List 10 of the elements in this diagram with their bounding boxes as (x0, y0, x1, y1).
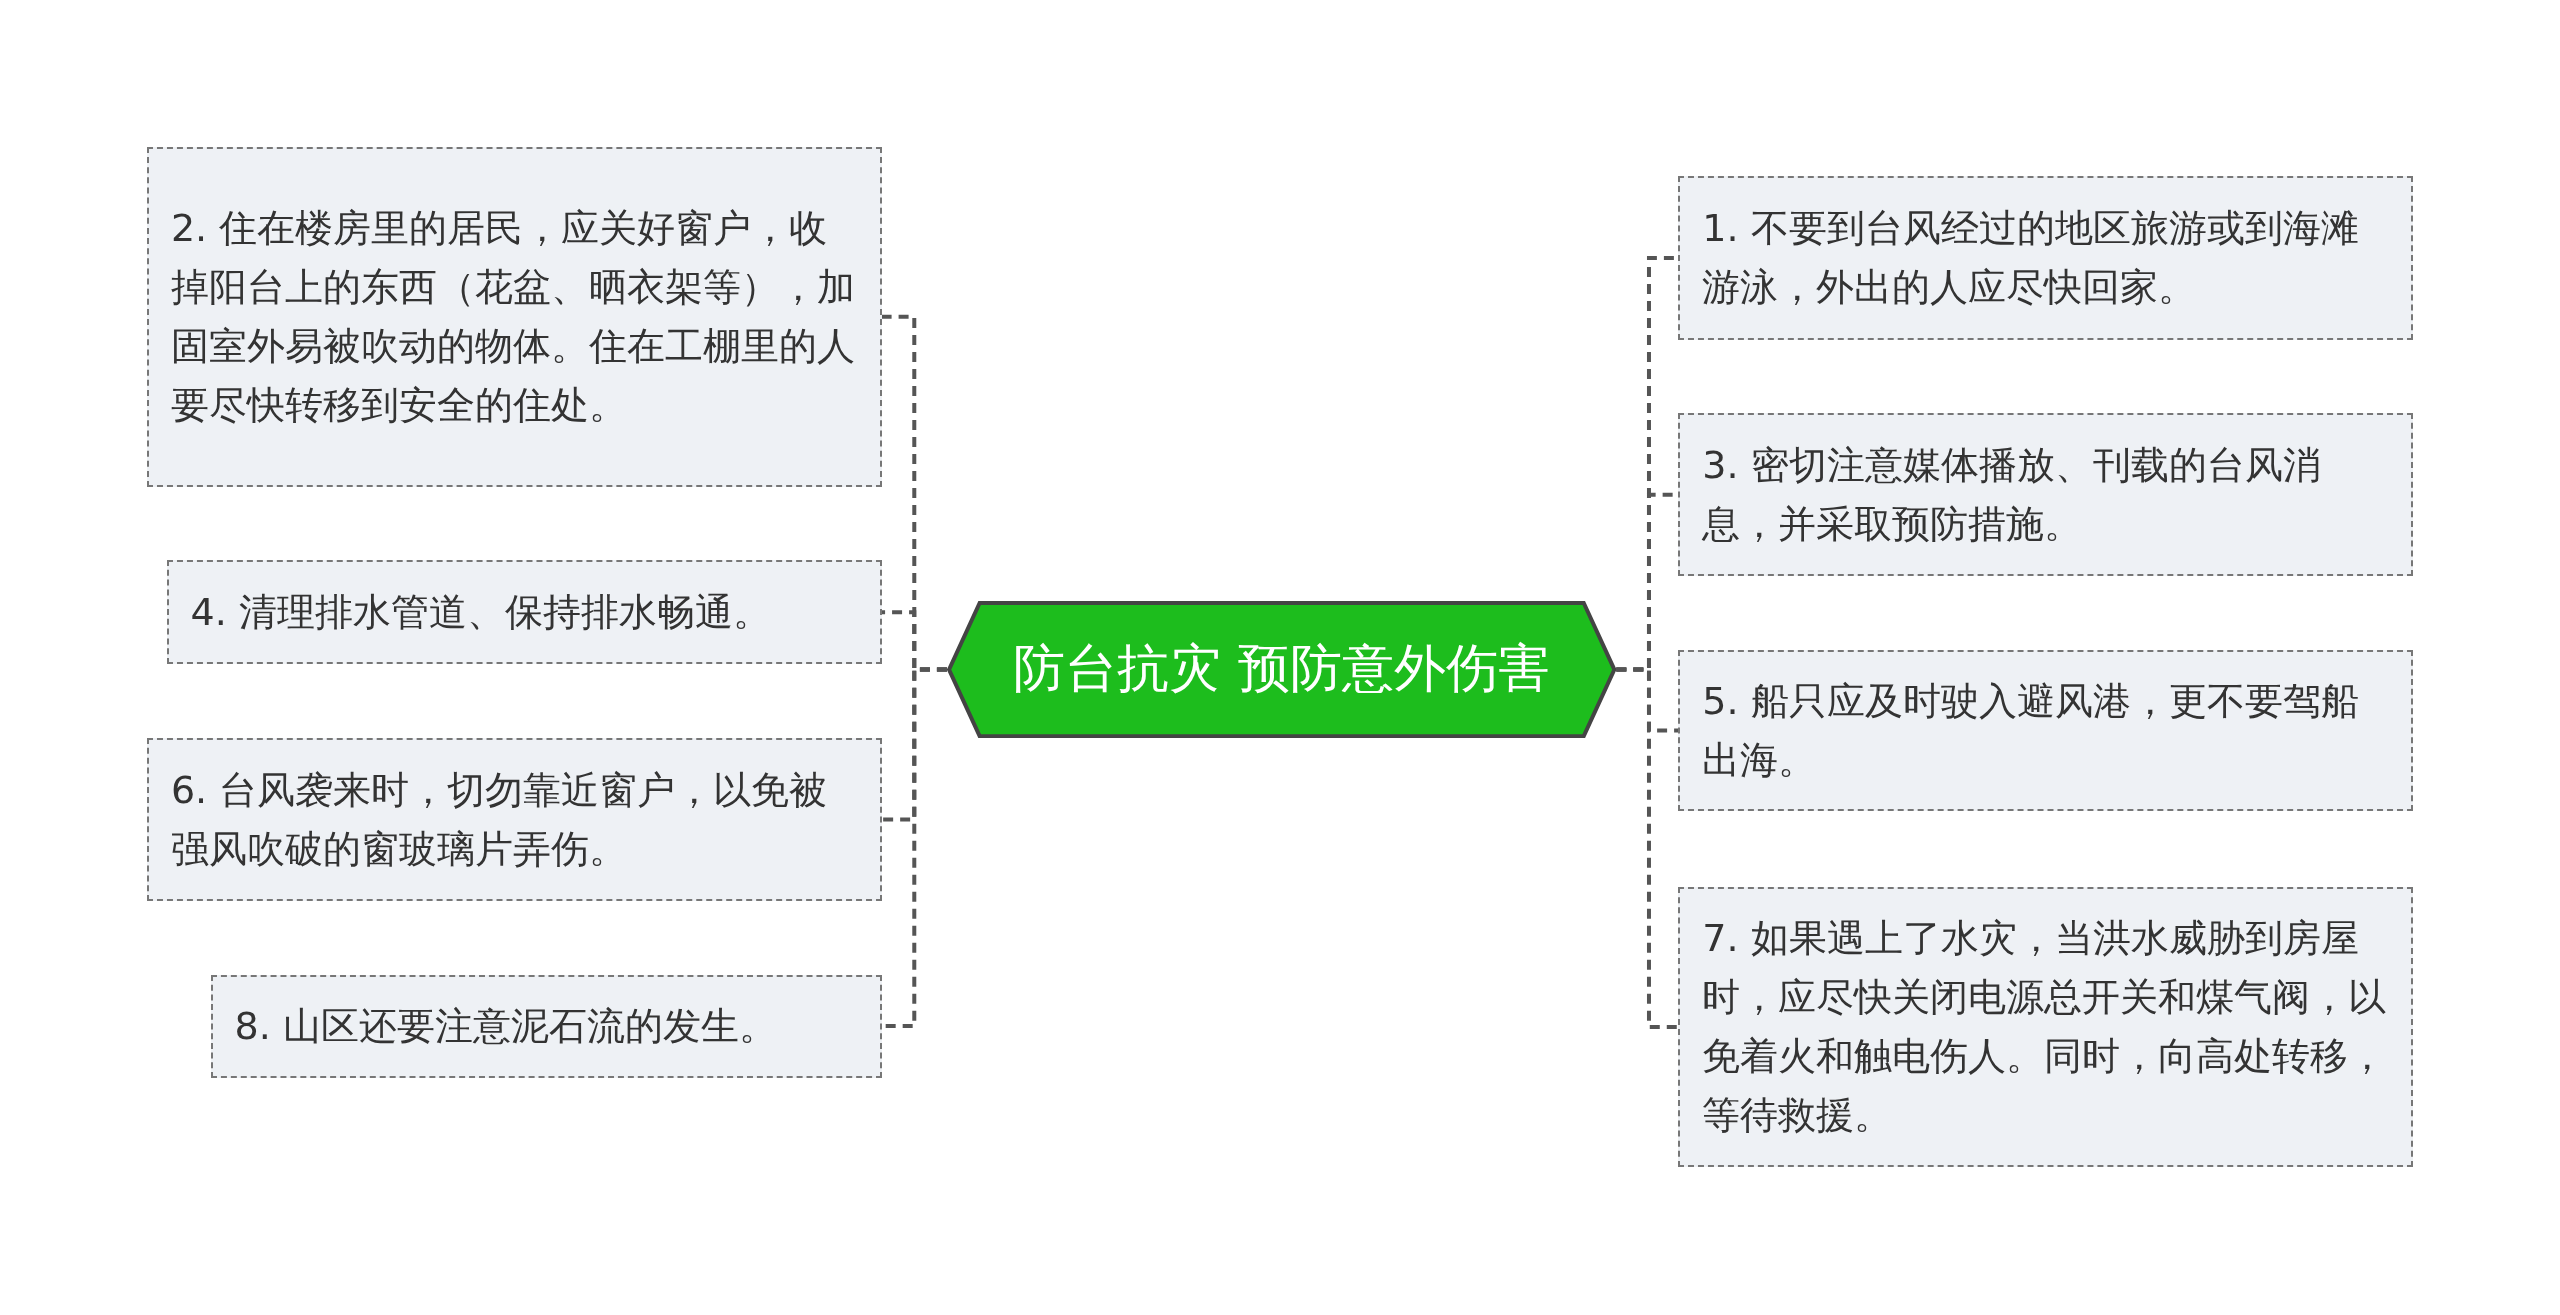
topic-box: 8. 山区还要注意泥石流的发生。 (210, 974, 882, 1078)
central-topic: 防台抗灾 预防意外伤害 (1013, 637, 1550, 701)
topic-box: 7. 如果遇上了水灾，当洪水威胁到房屋时，应尽快关闭电源总开关和煤气阀，以免着火和触电伤人。同时，向高处转移，等待救援。 (1678, 886, 2414, 1168)
topic-box: 4. 清理排水管道、保持排水畅通。 (166, 560, 882, 665)
connector (1616, 667, 1679, 1029)
topic-box: 1. 不要到台风经过的地区旅游或到海滩游泳，外出的人应尽快回家。 (1678, 176, 2414, 340)
topic-box: 5. 船只应及时驶入避风港，更不要驾船出海。 (1678, 649, 2414, 812)
topic-box: 6. 台风袭来时，切勿靠近窗户，以免被强风吹破的窗玻璃片弄伤。 (146, 737, 882, 902)
topic-box: 3. 密切注意媒体播放、刊载的台风消息，并采取预防措施。 (1678, 413, 2414, 577)
topic-box: 2. 住在楼房里的居民，应关好窗户，收掉阳台上的东西（花盆、晒衣架等），加固室外易被吹动的物体。住在工棚里的人要尽快转移到安全的住处。 (146, 146, 882, 487)
